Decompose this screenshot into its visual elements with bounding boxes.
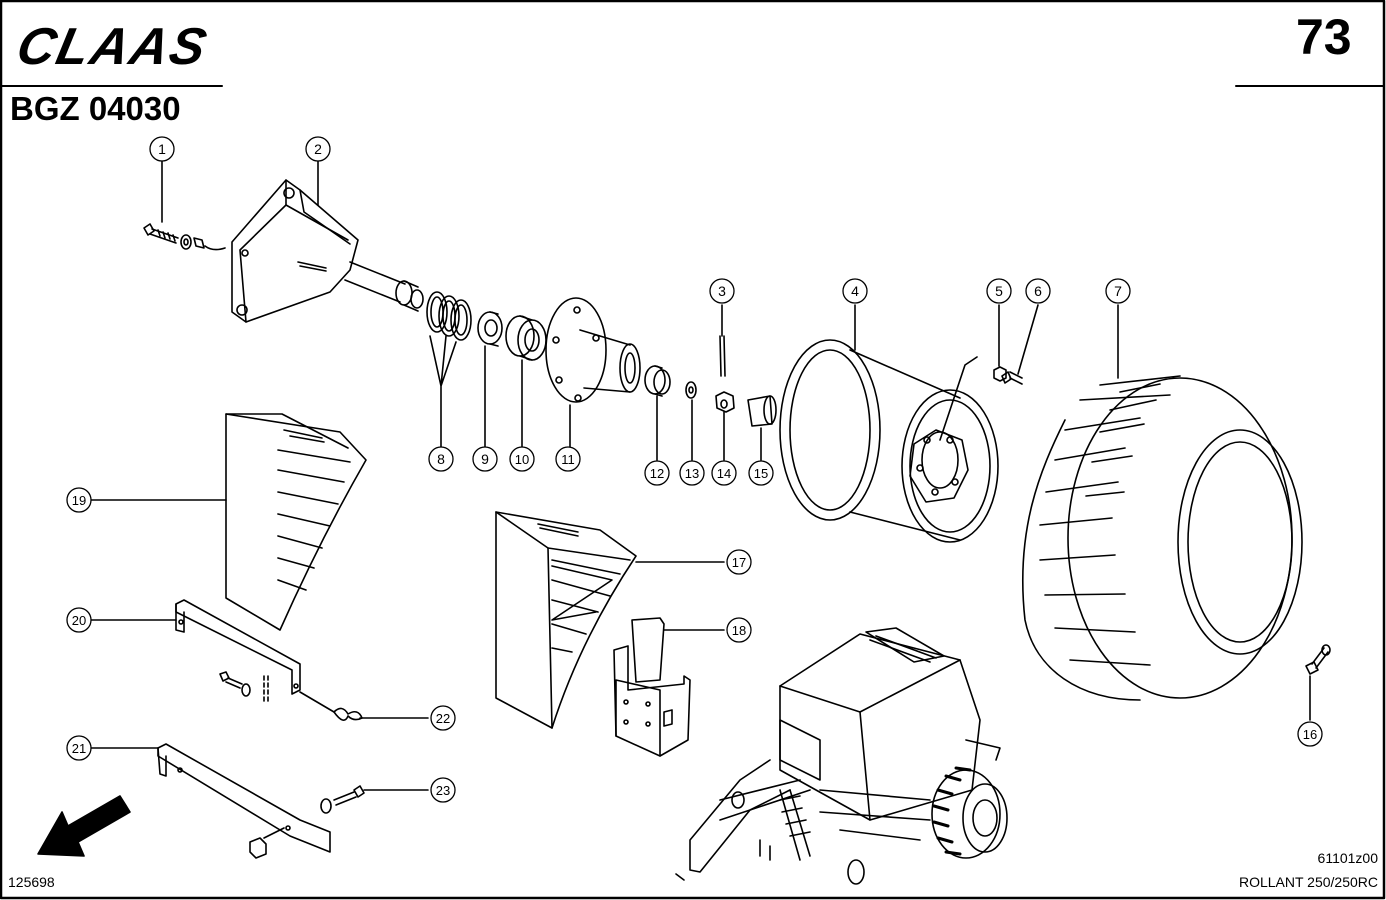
leader-6 [1017,304,1039,375]
callout-9: 9 [472,446,498,472]
baler-wheel [931,766,1008,859]
callout-label: 9 [481,451,489,467]
part-12-bearing [644,365,671,397]
bottom-left-code: 125698 [8,874,55,890]
callout-label: 14 [717,466,731,481]
callout-4: 4 [842,278,868,304]
callout-label: 15 [754,466,768,481]
part-3-cotter-pin [719,335,726,377]
callout-label: 11 [561,452,575,467]
page-number: 73 [1296,9,1352,65]
part-13-washer [685,381,697,399]
part-6-wheel-bolt [1001,371,1023,385]
callout-label: 10 [515,452,529,467]
part-21-hanger [157,743,331,853]
callout-label: 18 [732,623,746,638]
callout-13: 13 [679,460,705,486]
callout-14: 14 [711,460,737,486]
callout-label: 23 [436,783,450,798]
leader-8 [429,335,457,451]
callout-7: 7 [1105,278,1131,304]
callout-19: 19 [66,487,92,513]
callout-label: 8 [437,451,445,467]
callout-2: 2 [305,136,331,162]
part-9-seal [477,311,503,347]
reference-code: 61101z00 [1317,850,1378,866]
leader-rim-bolt [939,356,978,441]
callout-20: 20 [66,607,92,633]
callout-15: 15 [748,460,774,486]
callout-22: 22 [430,705,456,731]
part-20-bracket [175,599,301,695]
callout-1: 1 [149,136,175,162]
callout-18: 18 [726,617,752,643]
callout-label: 16 [1303,727,1317,742]
callout-label: 12 [650,466,664,481]
callout-11: 11 [555,446,581,472]
drawing-code: BGZ 04030 [10,90,181,127]
part-7-tire [1021,375,1303,701]
part-5-wheel-nut [993,366,1007,382]
callout-label: 4 [851,283,859,299]
part-17-mudguard [495,511,637,729]
part-8-snap-rings [426,291,472,341]
part-10-bearing [505,315,547,361]
part-11-hub [545,297,641,403]
callout-label: 5 [995,283,1003,299]
callout-12: 12 [644,460,670,486]
baler-overview [675,627,1001,885]
callout-label: 3 [718,283,726,299]
callout-8: 8 [428,446,454,472]
callout-5: 5 [986,278,1012,304]
callout-label: 2 [314,141,322,157]
callout-label: 13 [685,466,699,481]
svg-text:CLAAS: CLAAS [12,18,213,76]
part-22-wing-nut [219,671,363,721]
callout-label: 6 [1034,283,1042,299]
leader-22 [299,691,429,719]
callout-3: 3 [709,278,735,304]
part-1-bolt-set [143,223,226,251]
callout-16: 16 [1297,721,1323,747]
callout-10: 10 [509,446,535,472]
brand-logo: CLAAS [12,18,213,76]
arrow-down-left-icon [37,795,131,857]
callout-label: 17 [732,555,746,570]
part-23-bolt-set [249,785,365,859]
callout-21: 21 [66,735,92,761]
part-14-castle-nut [715,391,735,413]
callout-17: 17 [726,549,752,575]
part-2-axle-bracket [231,179,424,323]
callout-label: 19 [72,493,86,508]
callout-label: 21 [72,741,86,756]
part-18-holder [613,617,691,757]
part-19-fender [225,413,367,631]
part-15-hub-cap [747,395,777,427]
callout-label: 20 [72,613,86,628]
model-label: ROLLANT 250/250RC [1238,874,1378,890]
part-4-wheel-rim [779,339,999,543]
callout-6: 6 [1025,278,1051,304]
callout-label: 22 [436,711,450,726]
part-16-valve [1305,644,1331,675]
callout-label: 7 [1114,283,1122,299]
callout-23: 23 [430,777,456,803]
callout-label: 1 [158,141,166,157]
